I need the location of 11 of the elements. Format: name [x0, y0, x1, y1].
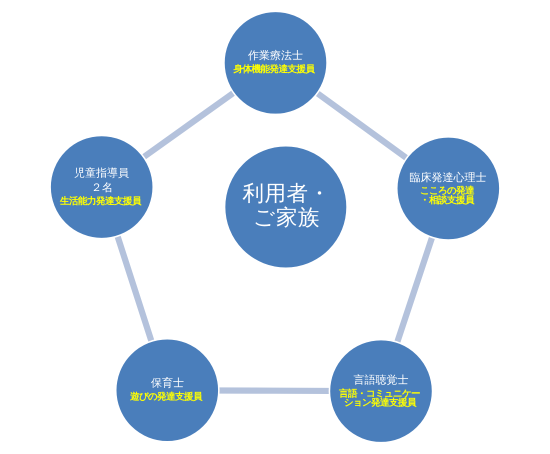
connector [142, 90, 236, 160]
node-circle: 作業療法士 身体機能発達支援員 [223, 10, 328, 116]
node-circle: 臨床発達心理士 こころの発達・相談支援員 [396, 136, 501, 241]
connector [114, 235, 154, 342]
connector [394, 236, 435, 344]
connector [316, 90, 408, 161]
node-circle: 利用者・ご家族 [224, 144, 348, 269]
node-circle: 言語聴覚士 言語・コミュニケーション発達支援員 [328, 338, 434, 444]
node-circle: 保育士 遊びの発達支援員 [114, 338, 220, 443]
node-circle: 児童指導員 ２名 生活能力発達支援員 [49, 134, 154, 240]
connector [218, 387, 330, 394]
